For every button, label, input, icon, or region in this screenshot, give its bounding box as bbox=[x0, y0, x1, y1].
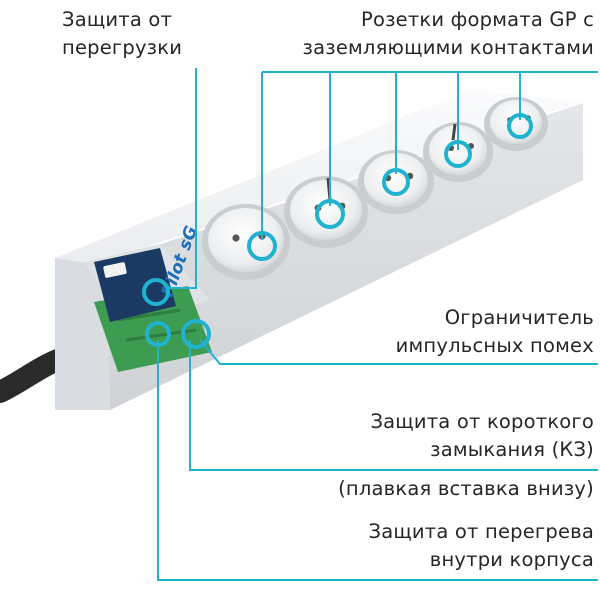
label-overload-line2: перегрузки bbox=[62, 36, 183, 59]
ring-overload bbox=[142, 278, 170, 306]
ring-socket-4 bbox=[444, 140, 472, 168]
label-short-circuit: Защита от короткого замыкания (КЗ) bbox=[370, 408, 594, 464]
label-short-circuit-line1: Защита от короткого bbox=[370, 410, 594, 433]
label-surge-line2: импульсных помех bbox=[395, 334, 594, 357]
ring-socket-5 bbox=[507, 113, 533, 139]
callout-lines bbox=[157, 68, 598, 581]
socket-1 bbox=[202, 204, 290, 280]
callout-rings bbox=[142, 113, 533, 349]
label-sockets: Розетки формата GP с заземляющими контак… bbox=[303, 6, 594, 62]
ring-socket-3 bbox=[382, 168, 410, 196]
label-sockets-line2: заземляющими контактами bbox=[302, 36, 594, 59]
label-overheat-line2: внутри корпуса bbox=[429, 548, 594, 571]
ring-socket-1 bbox=[247, 231, 277, 261]
label-fuse-note: (плавкая вставка внизу) bbox=[338, 475, 594, 503]
callout-overload bbox=[166, 68, 197, 289]
label-overload: Защита от перегрузки bbox=[62, 6, 182, 62]
callout-short-circuit bbox=[189, 340, 598, 471]
socket-5 bbox=[484, 97, 548, 151]
label-surge: Ограничитель импульсных помех bbox=[396, 304, 594, 360]
strip-end-cap bbox=[55, 258, 110, 410]
label-sockets-line1: Розетки формата GP с bbox=[360, 8, 594, 31]
callout-overheat bbox=[157, 340, 598, 581]
label-fuse-note-text: (плавкая вставка внизу) bbox=[338, 477, 594, 500]
ring-overheat bbox=[145, 321, 171, 347]
socket-2 bbox=[284, 176, 368, 248]
switch-indicator bbox=[103, 262, 127, 278]
label-overload-line1: Защита от bbox=[62, 8, 173, 31]
label-overheat-line1: Защита от перегрева bbox=[368, 520, 594, 543]
label-surge-line1: Ограничитель bbox=[444, 306, 594, 329]
label-short-circuit-line2: замыкания (КЗ) bbox=[430, 438, 594, 461]
ring-socket-2 bbox=[315, 199, 345, 229]
callout-surge bbox=[199, 339, 598, 365]
ring-surge bbox=[181, 319, 211, 349]
label-overheat: Защита от перегрева внутри корпуса bbox=[369, 518, 594, 574]
